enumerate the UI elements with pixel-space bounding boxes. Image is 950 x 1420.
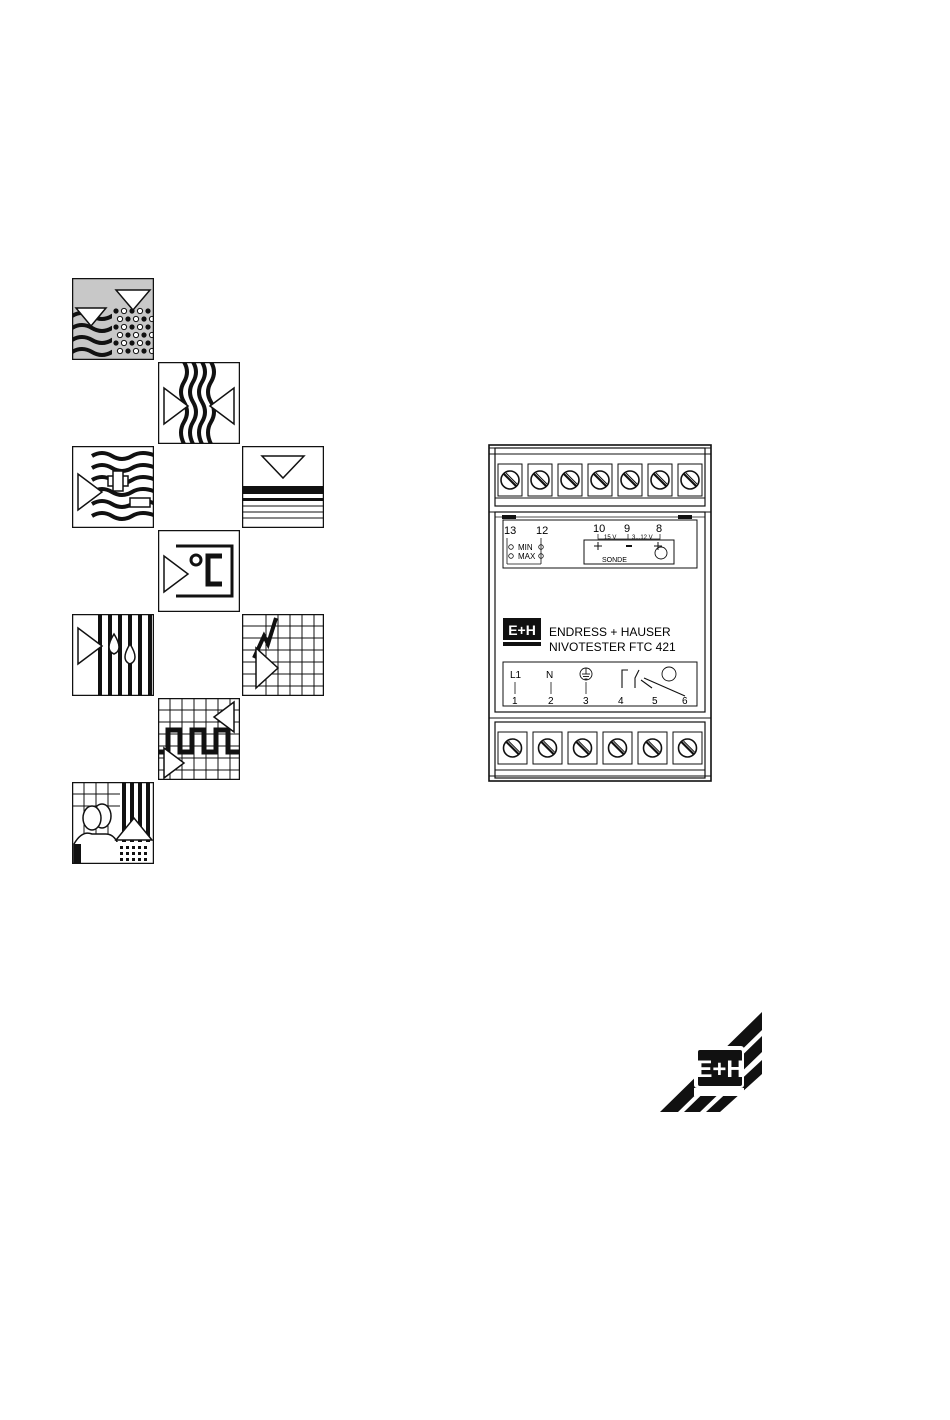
moisture-icon <box>72 614 154 696</box>
nivotester-device-drawing: 13 12 MIN MAX 10 9 8 15 V 3...12 V SONDE… <box>486 442 716 786</box>
level-limit-icon <box>242 446 324 528</box>
max-label: MAX <box>518 552 536 561</box>
top-terminal-screw-3 <box>558 464 582 496</box>
min-label: MIN <box>518 543 533 552</box>
top-terminal-screw-5 <box>618 464 642 496</box>
bottom-terminal-2-label: 2 <box>548 696 554 707</box>
top-terminal-screw-7 <box>678 464 702 496</box>
bottom-terminal-5-label: 5 <box>652 696 658 707</box>
pressure-icon <box>242 614 324 696</box>
bottom-terminal-1-label: 1 <box>512 696 518 707</box>
terminal-8-label: 8 <box>656 523 662 535</box>
sonde-label: SONDE <box>602 557 627 564</box>
top-terminal-screw-4 <box>588 464 612 496</box>
service-people-icon <box>72 782 154 864</box>
bottom-terminal-screw-1 <box>498 732 527 764</box>
bottom-terminal-3-label: 3 <box>583 696 589 707</box>
endress-hauser-logo-icon: E+H <box>656 1008 766 1116</box>
pictogram-grid <box>72 278 326 866</box>
bottom-terminal-screw-3 <box>568 732 597 764</box>
flow-icon <box>158 362 240 444</box>
temperature-icon <box>158 530 240 612</box>
brand-line-2: NIVOTESTER FTC 421 <box>549 640 676 654</box>
terminal-13-label: 13 <box>504 525 516 537</box>
svg-text:E+H: E+H <box>508 622 536 638</box>
bottom-terminal-screw-2 <box>533 732 562 764</box>
brand-line-1: ENDRESS + HAUSER <box>549 625 671 639</box>
level-liquid-and-bulk-solids-icon <box>72 278 155 360</box>
top-terminal-screw-6 <box>648 464 672 496</box>
bottom-terminal-6-label: 6 <box>682 696 688 707</box>
bottom-terminal-screw-5 <box>638 732 667 764</box>
terminal-12-label: 12 <box>536 525 548 537</box>
analysis-ph-icon <box>72 446 156 528</box>
bottom-terminal-screw-6 <box>673 732 702 764</box>
top-terminal-screw-2 <box>528 464 552 496</box>
voltage-3-12-label: 3...12 V <box>632 535 653 541</box>
top-terminal-screw-1 <box>498 464 522 496</box>
signal-transmission-icon <box>158 698 240 780</box>
bottom-terminal-4-label: 4 <box>618 696 624 707</box>
l1-label: L1 <box>510 670 522 681</box>
corner-logo-text: E+H <box>696 1056 743 1083</box>
terminal-10-label: 10 <box>593 523 605 535</box>
n-label: N <box>546 670 553 681</box>
bottom-terminal-screw-4 <box>603 732 632 764</box>
voltage-15-label: 15 V <box>604 535 616 541</box>
terminal-9-label: 9 <box>624 523 630 535</box>
